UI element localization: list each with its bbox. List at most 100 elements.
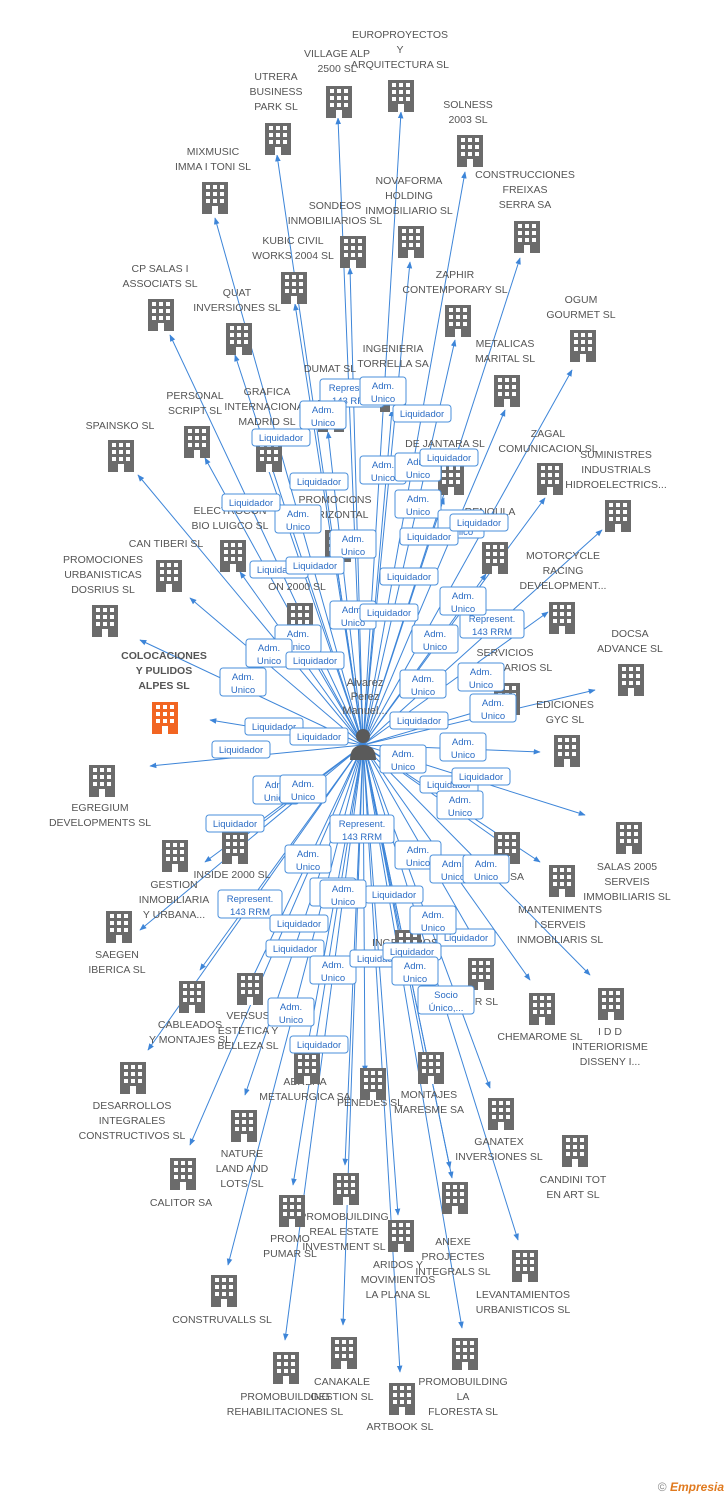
role-badge[interactable]: Liquidador xyxy=(399,527,459,546)
company-node-suministres[interactable]: SUMINISTRESINDUSTRIALSHIDROELECTRICS... xyxy=(565,449,667,532)
role-badge[interactable]: Adm.Unico xyxy=(391,956,439,986)
role-badge[interactable]: Liquidador xyxy=(392,404,452,423)
role-badge[interactable]: Adm.Unico xyxy=(274,504,322,534)
company-node-can-tiberi[interactable]: CAN TIBERI SL xyxy=(129,538,204,592)
role-badge[interactable]: Adm.Unico xyxy=(359,376,407,406)
company-node-on-2000[interactable]: ON 2000 SL xyxy=(268,581,326,635)
role-badge[interactable]: Adm.Unico xyxy=(409,905,457,935)
role-badge[interactable]: Adm.Unico xyxy=(319,879,367,909)
role-badge[interactable]: SocioÚnico,... xyxy=(417,985,475,1015)
role-badge[interactable]: Liquidador xyxy=(289,727,349,746)
role-badge[interactable]: Adm.Unico xyxy=(299,400,347,430)
role-badge[interactable]: Liquidador xyxy=(285,556,345,575)
role-badge[interactable]: Liquidador xyxy=(265,939,325,958)
role-badge[interactable]: Liquidador xyxy=(285,651,345,670)
role-badge[interactable]: Adm.Unico xyxy=(279,774,327,804)
role-badge[interactable]: Adm.Unico xyxy=(457,662,505,692)
role-badge[interactable]: Liquidador xyxy=(359,603,419,622)
company-node-calitor[interactable]: CALITOR SA xyxy=(150,1158,212,1209)
role-badge[interactable]: Adm.Unico xyxy=(439,732,487,762)
company-node-motorcycle[interactable]: MOTORCYCLERACINGDEVELOPMENT... xyxy=(520,550,607,634)
role-badge[interactable]: Liquidador xyxy=(244,717,304,736)
footer-credit[interactable]: © Empresia xyxy=(658,1480,724,1494)
role-badge[interactable]: Liquidador xyxy=(205,814,265,833)
role-badge[interactable]: Represent.143 RRM xyxy=(217,889,283,919)
role-badge[interactable]: Adm.Unico xyxy=(329,529,377,559)
company-node-dyv[interactable]: DYVPENEDES SL xyxy=(337,1068,403,1109)
company-node-construvalls[interactable]: CONSTRUVALLS SL xyxy=(172,1275,272,1326)
role-badge[interactable]: Adm.Unico xyxy=(436,790,484,820)
role-badge[interactable]: Represent.143 RRM xyxy=(459,609,525,639)
company-node-sa-mid[interactable]: SA xyxy=(494,832,524,883)
role-badge[interactable]: Adm.Unico xyxy=(379,744,427,774)
role-badge[interactable]: Liquidador xyxy=(211,740,271,759)
role-badge[interactable]: Liquidador xyxy=(419,448,479,467)
company-node-artbook[interactable]: ARTBOOK SL xyxy=(367,1383,434,1433)
role-badge[interactable]: Liquidador xyxy=(449,513,509,532)
company-node-de-jantara[interactable]: DE JANTARA SL xyxy=(405,438,485,495)
role-badge[interactable]: Represent.143 RRM xyxy=(329,814,395,844)
company-node-dumat[interactable]: DUMAT SL xyxy=(304,363,356,432)
role-badge[interactable]: Liquidador xyxy=(251,428,311,447)
role-badge[interactable]: Adm.Unico xyxy=(411,624,459,654)
role-badge[interactable]: Liquidador xyxy=(379,567,439,586)
role-badge[interactable]: Adm.Unico xyxy=(469,693,517,723)
role-badge[interactable]: Adm.Unico xyxy=(309,955,357,985)
company-node-inside-2000[interactable]: INSIDE 2000 SL xyxy=(193,832,271,881)
role-badge[interactable]: Adm.Unico xyxy=(219,667,267,697)
role-badge[interactable]: Liquidador xyxy=(389,711,449,730)
role-badge[interactable]: Liquidador xyxy=(221,493,281,512)
role-badge[interactable]: Adm.Unico xyxy=(394,489,442,519)
role-badge[interactable]: Adm.Unico xyxy=(267,997,315,1027)
role-badge[interactable]: Liquidador xyxy=(289,472,349,491)
role-badge[interactable]: Liquidador xyxy=(289,1035,349,1054)
role-badge[interactable]: Liquidador xyxy=(364,885,424,904)
role-badge[interactable]: Adm.Unico xyxy=(462,854,510,884)
role-badge[interactable]: Liquidador xyxy=(269,914,329,933)
role-badge[interactable]: Adm.Unico xyxy=(399,669,447,699)
role-badge[interactable]: Adm.Unico xyxy=(439,586,487,616)
company-node-abrera[interactable]: ABRERAMETALURGICA SA xyxy=(259,1052,351,1103)
role-badge[interactable]: Liquidador xyxy=(451,767,511,786)
